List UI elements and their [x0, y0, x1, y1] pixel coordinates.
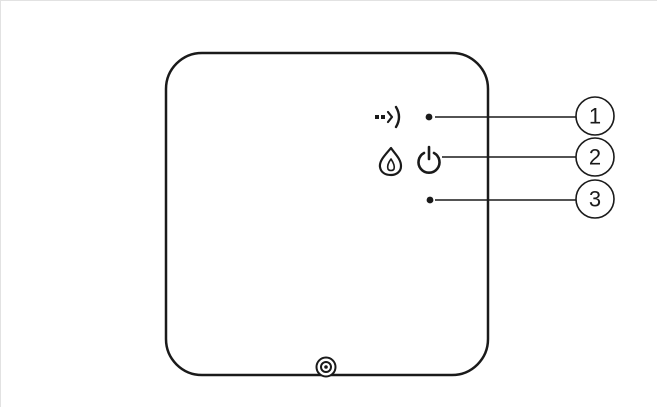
flame-icon: [378, 146, 403, 177]
signal-wave-icon: [375, 105, 401, 129]
device-body: [164, 51, 490, 377]
signal-led: [425, 113, 433, 121]
callout-3: 3: [575, 179, 615, 219]
screw-icon: [315, 356, 337, 378]
callout-1-number: 1: [589, 104, 601, 129]
callout-2-number: 2: [589, 145, 601, 170]
power-icon: [417, 145, 441, 174]
callout-3-number: 3: [589, 187, 601, 212]
power-button[interactable]: [417, 145, 441, 174]
status-led: [426, 196, 434, 204]
callout-1: 1: [575, 96, 615, 136]
callout-2: 2: [575, 137, 615, 177]
